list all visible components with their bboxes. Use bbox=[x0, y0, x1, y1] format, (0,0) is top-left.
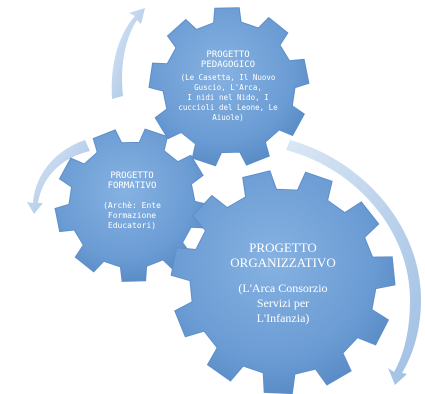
arrow-top-left bbox=[111, 8, 145, 99]
formativo-detail-line-1: (Archè: Ente bbox=[103, 200, 161, 210]
cycle-arrows bbox=[27, 8, 421, 385]
gear-organizzativo bbox=[170, 170, 396, 394]
pedagogico-detail-line-4: cuccioli del Leone, Le bbox=[178, 103, 278, 112]
arrow-right bbox=[286, 140, 421, 385]
organizzativo-detail-line-2: Servizi per bbox=[257, 296, 309, 310]
pedagogico-title-line-1: PROGETTO bbox=[206, 50, 249, 60]
organizzativo-title-line-1: PROGETTO bbox=[249, 240, 317, 255]
pedagogico-detail-line-3: I nidi nel Nido, I bbox=[187, 93, 268, 102]
gear-formativo-text: PROGETTO FORMATIVO (Archè: Ente Formazio… bbox=[103, 171, 161, 230]
arrow-left bbox=[27, 140, 90, 214]
formativo-title-line-1: PROGETTO bbox=[110, 171, 153, 181]
gear-pedagogico bbox=[148, 7, 310, 167]
formativo-title-line-2: FORMATIVO bbox=[108, 181, 157, 191]
formativo-detail-line-3: Educatori) bbox=[108, 221, 156, 230]
formativo-detail-line-2: Formazione bbox=[108, 211, 156, 220]
gears bbox=[54, 7, 396, 394]
organizzativo-title-line-2: ORGANIZZATIVO bbox=[230, 255, 335, 270]
pedagogico-detail-line-5: Aiuole) bbox=[212, 113, 244, 122]
pedagogico-detail-line-2: Guscio, L'Arca, bbox=[194, 83, 262, 92]
pedagogico-title-line-2: PEDAGOGICO bbox=[201, 60, 255, 70]
gear-organizzativo-text: PROGETTO ORGANIZZATIVO (L'Arca Consorzio… bbox=[230, 240, 335, 325]
organizzativo-detail-line-3: L'Infanzia) bbox=[257, 311, 310, 325]
organizzativo-detail-line-1: (L'Arca Consorzio bbox=[238, 281, 327, 295]
gear-pedagogico-text: PROGETTO PEDAGOGICO (Le Casetta, Il Nuov… bbox=[178, 50, 278, 122]
pedagogico-detail-line-1: (Le Casetta, Il Nuovo bbox=[181, 73, 276, 82]
